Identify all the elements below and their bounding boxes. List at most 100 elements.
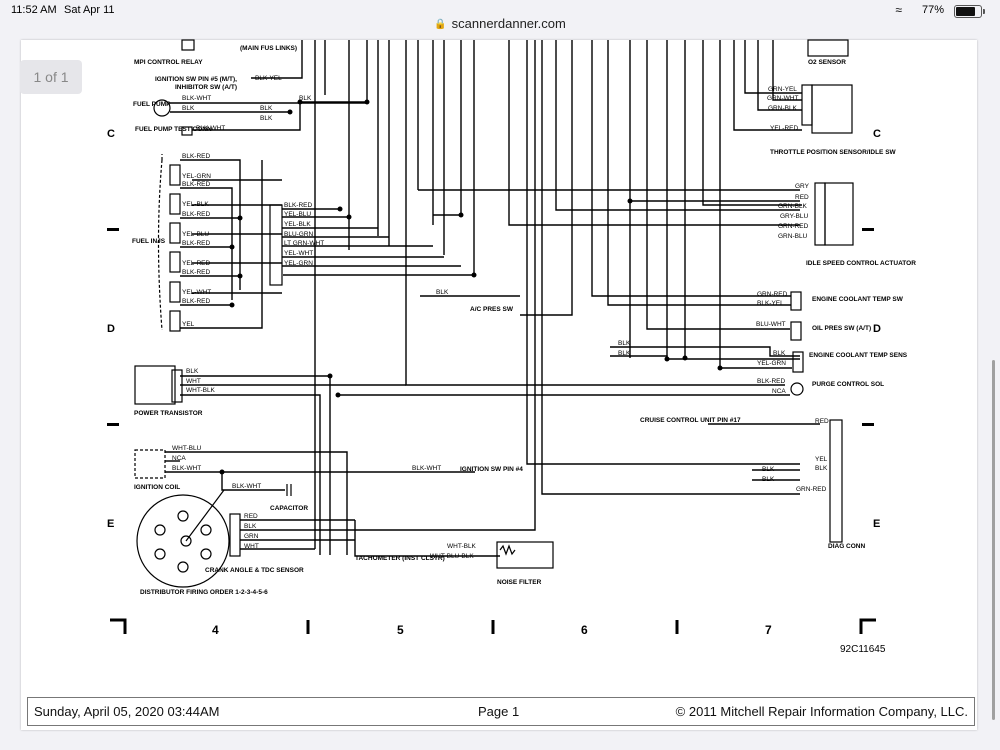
wire-label: BLK-WHT [232, 483, 261, 490]
label-power-transistor: POWER TRANSISTOR [134, 410, 203, 417]
wire-label: BLK-WHT [412, 465, 441, 472]
wire-label: YEL-WHT [284, 250, 313, 257]
label-fuel-injs: FUEL INJS [132, 238, 166, 245]
label-inhibitor: INHIBITOR SW (A/T) [175, 84, 237, 91]
row-label-c: C [107, 128, 115, 140]
wire-label: GRN-RED [757, 291, 788, 298]
wire-label: WHT-BLU [172, 445, 202, 452]
wire-label: BLK-WHT [196, 125, 225, 132]
label-distributor: DISTRIBUTOR FIRING ORDER 1-2-3-4-5-6 [140, 589, 268, 596]
column-label-7: 7 [765, 623, 772, 637]
wire-label: BLU-WHT [756, 321, 786, 328]
wire-label: GRY-BLU [780, 213, 808, 220]
wire-label: GRY [795, 183, 810, 190]
wire-label: GRN-BLK [778, 203, 808, 210]
label-diag: DIAG CONN [828, 543, 866, 550]
wire-label: YEL-BLU [182, 231, 209, 238]
row-label-d: D [107, 323, 115, 335]
wire-label: WHT [244, 543, 259, 550]
lock-icon: 🔒 [434, 19, 447, 30]
wire-label: BLK [244, 523, 257, 530]
label-cruise: CRUISE CONTROL UNIT PIN #17 [640, 417, 741, 424]
wire-label: GRN-YEL [768, 86, 797, 93]
wire-label: YEL-RED [182, 260, 210, 267]
column-label-5: 5 [397, 623, 404, 637]
wire-label: WHT [186, 378, 201, 385]
wire-label: RED [795, 194, 809, 201]
wire-label: RED [815, 418, 829, 425]
wire-label: BLK-WHT [172, 465, 201, 472]
wire-label: BLK-RED [182, 240, 210, 247]
row-label-c-right: C [873, 128, 881, 140]
wire-label: NCA [172, 455, 186, 462]
pdf-footer: Sunday, April 05, 2020 03:44AM Page 1 © … [27, 697, 975, 726]
url-text: scannerdanner.com [451, 16, 566, 31]
label-fuel-pump: FUEL PUMP [133, 101, 171, 108]
label-ign-sw-pin4: IGNITION SW PIN #4 [460, 466, 523, 473]
footer-copyright: © 2011 Mitchell Repair Information Compa… [675, 704, 968, 719]
figure-id: 92C11645 [840, 644, 886, 655]
ios-status-bar: 11:52 AM Sat Apr 11 ≈ 77% [0, 0, 1000, 20]
label-fp-test: FUEL PUMP TEST CONN [135, 126, 212, 133]
label-oil-pres: OIL PRES SW (A/T) [812, 325, 871, 332]
label-crank-angle: CRANK ANGLE & TDC SENSOR [205, 567, 304, 574]
wire-label: BLK-RED [182, 269, 210, 276]
wire-label: YEL [182, 321, 195, 328]
label-noise-filter: NOISE FILTER [497, 579, 542, 586]
wire-label: BLK [762, 466, 775, 473]
row-ticks [107, 228, 874, 426]
wire-label: BLU-GRN [284, 231, 314, 238]
footer-page: Page 1 [478, 704, 520, 719]
wire-label: YEL-RED [770, 125, 798, 132]
wire-label: BLK-RED [182, 211, 210, 218]
wire-label: GRN-RED [796, 486, 827, 493]
column-label-6: 6 [581, 623, 588, 637]
wire-label: BLK-RED [182, 298, 210, 305]
page-count-badge: 1 of 1 [20, 60, 82, 94]
wire-label: GRN-BLK [768, 105, 798, 112]
wire-label: BLK [773, 350, 786, 357]
wire-label: YEL-GRN [284, 260, 313, 267]
wire-label: BLK [260, 115, 273, 122]
wire-label: NCA [772, 388, 786, 395]
battery-percent: 77% [921, 4, 944, 16]
wire-label: BLK-RED [182, 153, 210, 160]
status-date: Sat Apr 11 [64, 4, 115, 16]
wifi-icon: ≈ [895, 3, 902, 17]
wire-label: RED [244, 513, 258, 520]
row-label-e-right: E [873, 518, 880, 530]
wire-label: YEL-WHT [182, 289, 211, 296]
wire-label: BLK-RED [757, 378, 785, 385]
wire-label: BLK [618, 350, 631, 357]
label-capacitor: CAPACITOR [270, 505, 308, 512]
wire-label: YEL-BLK [284, 221, 311, 228]
wire-label: YEL-GRN [182, 173, 211, 180]
wire-label: BLK [182, 105, 195, 112]
wire-label: GRN [244, 533, 259, 540]
label-ign-sw: IGNITION SW PIN #5 (M/T), [155, 76, 237, 83]
wire-label: YEL-BLU [284, 211, 311, 218]
address-bar[interactable]: 🔒 scannerdanner.com [0, 16, 1000, 38]
label-tachometer: TACHOMETER (INST CLSTR) [355, 555, 445, 562]
label-o2: O2 SENSOR [808, 59, 846, 66]
wire-label: WHT-BLK [186, 387, 216, 394]
label-main-fus: (MAIN FUS LINKS) [240, 45, 297, 52]
wire-label: BLK-YEL [255, 75, 282, 82]
wire-label: BLK [618, 340, 631, 347]
footer-date: Sunday, April 05, 2020 03:44AM [34, 704, 220, 719]
wire-label: YEL [815, 456, 828, 463]
battery-icon [954, 5, 985, 18]
wire-label: BLK-WHT [182, 95, 211, 102]
wire-label: BLK [299, 95, 312, 102]
wire-label: BLK-RED [284, 202, 312, 209]
wire-label: BLK [762, 476, 775, 483]
wire-label: YEL-GRN [757, 360, 786, 367]
label-ignition-coil: IGNITION COIL [134, 484, 180, 491]
wire-label: YEL-BLK [182, 201, 209, 208]
wire-label: WHT-BLK [447, 543, 477, 550]
column-label-4: 4 [212, 623, 219, 637]
wire-label: GRN-BLU [778, 233, 808, 240]
component-shapes [134, 39, 854, 588]
wire-label: BLK-YEL [757, 300, 784, 307]
scrollbar[interactable] [992, 360, 995, 720]
